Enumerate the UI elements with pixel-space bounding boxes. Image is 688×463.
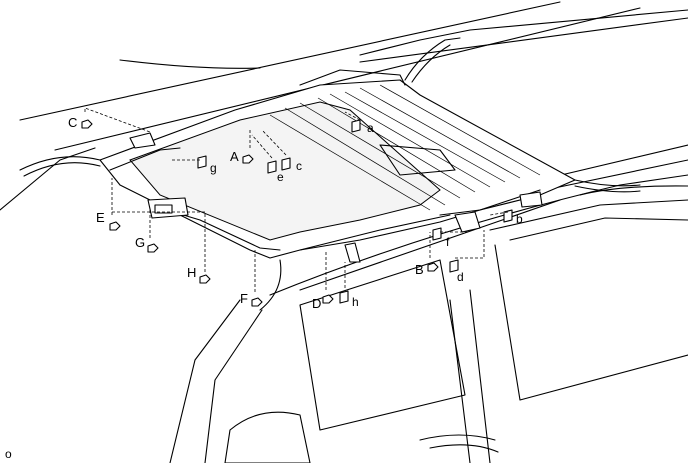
nut-C — [81, 119, 93, 129]
label-A: A — [230, 149, 239, 164]
label-h: h — [352, 295, 359, 309]
label-b: b — [516, 212, 523, 226]
label-e: e — [277, 170, 284, 184]
nut-A — [242, 154, 254, 164]
label-c: c — [296, 159, 302, 173]
figure-id: o — [5, 447, 12, 461]
label-E: E — [96, 210, 105, 225]
label-a: a — [367, 121, 374, 135]
nut-E — [109, 221, 121, 231]
bolt-f — [432, 227, 442, 241]
bolt-b — [503, 209, 513, 223]
label-f: f — [446, 235, 450, 249]
bolt-c — [281, 157, 291, 171]
fasteners — [81, 119, 513, 307]
label-F: F — [240, 291, 248, 306]
nut-B — [427, 262, 439, 272]
nut-F — [251, 297, 263, 307]
label-G: G — [135, 235, 145, 250]
sunroof-housing — [19, 69, 641, 311]
leader-lines — [84, 107, 509, 292]
bolt-h — [339, 290, 349, 304]
nut-G — [147, 243, 159, 253]
label-H: H — [187, 265, 196, 280]
bolt-g — [197, 155, 207, 169]
bolt-e — [267, 160, 277, 174]
label-C: C — [68, 115, 77, 130]
label-d: d — [457, 270, 464, 284]
bolt-a — [351, 119, 361, 133]
label-D: D — [312, 296, 321, 311]
nut-D — [322, 294, 334, 304]
callout-labels: C A c e a g E G H F D h B f d b — [68, 115, 523, 311]
nut-H — [199, 274, 211, 284]
label-g: g — [210, 161, 217, 175]
label-B: B — [415, 262, 424, 277]
bolt-d — [449, 259, 459, 273]
